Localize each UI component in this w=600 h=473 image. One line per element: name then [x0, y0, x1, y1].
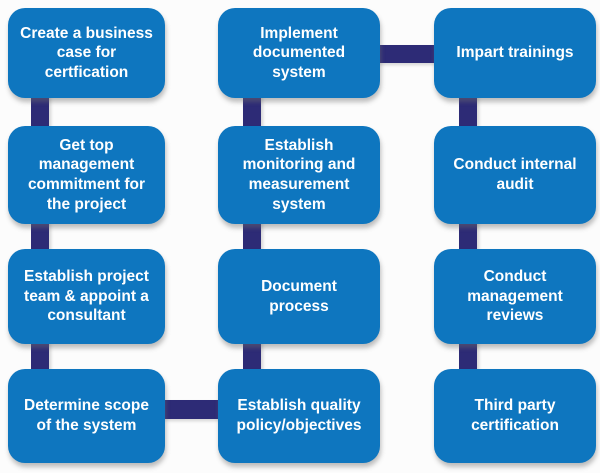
- connector-establish-monitoring-to-implement-documented-system: [243, 92, 261, 132]
- step-label: Establish project team & appoint a consu…: [24, 268, 149, 325]
- step-determine-scope: Determine scope of the system: [8, 369, 165, 463]
- connector-create-business-case-to-get-top-management: [31, 92, 49, 132]
- connector-impart-trainings-to-conduct-internal-audit: [459, 92, 477, 132]
- step-label: Establish monitoring and measurement sys…: [242, 136, 356, 213]
- step-label: Conduct internal audit: [453, 156, 577, 193]
- step-conduct-management-reviews: Conduct management reviews: [434, 249, 596, 344]
- step-label: Third party certification: [471, 397, 559, 434]
- step-get-top-management-commitment: Get top management commitment for the pr…: [8, 126, 165, 224]
- step-establish-monitoring-measurement: Establish monitoring and measurement sys…: [218, 126, 380, 224]
- step-implement-documented-system: Implement documented system: [218, 8, 380, 98]
- step-create-business-case: Create a business case for certfication: [8, 8, 165, 98]
- connector-conduct-internal-audit-to-conduct-management-reviews: [459, 218, 477, 255]
- step-establish-quality-policy: Establish quality policy/objectives: [218, 369, 380, 463]
- connector-establish-quality-policy-to-document-process: [243, 338, 261, 375]
- connector-get-top-management-to-establish-project-team: [31, 218, 49, 255]
- connector-document-process-to-establish-monitoring: [243, 218, 261, 255]
- step-document-process: Document process: [218, 249, 380, 344]
- step-label: Implement documented system: [252, 24, 346, 81]
- step-label: Document process: [261, 277, 337, 315]
- step-label: Conduct management reviews: [467, 268, 563, 325]
- step-label: Determine scope of the system: [24, 397, 149, 434]
- step-label: Impart trainings: [456, 44, 574, 62]
- connector-conduct-management-reviews-to-third-party-certification: [459, 338, 477, 375]
- connector-establish-project-team-to-determine-scope: [31, 338, 49, 375]
- step-third-party-certification: Third party certification: [434, 369, 596, 463]
- connector-implement-documented-system-to-impart-trainings: [376, 45, 438, 63]
- step-impart-trainings: Impart trainings: [434, 8, 596, 98]
- step-label: Get top management commitment for the pr…: [27, 136, 146, 213]
- step-label: Create a business case for certfication: [20, 24, 153, 81]
- step-conduct-internal-audit: Conduct internal audit: [434, 126, 596, 224]
- step-label: Establish quality policy/objectives: [236, 397, 362, 434]
- connector-determine-scope-to-establish-quality-policy: [162, 400, 224, 419]
- step-establish-project-team: Establish project team & appoint a consu…: [8, 249, 165, 344]
